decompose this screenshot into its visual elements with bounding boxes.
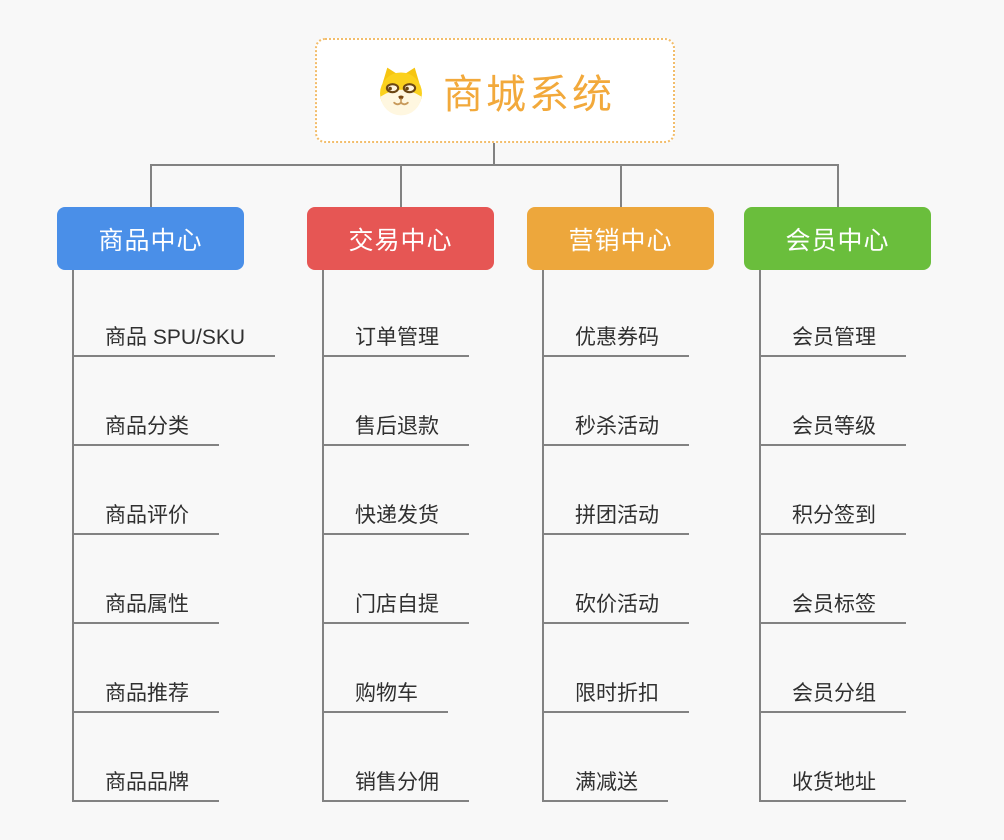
branch-node[interactable]: 交易中心 bbox=[307, 207, 494, 270]
branch-node[interactable]: 商品中心 bbox=[57, 207, 244, 270]
leaf-node[interactable]: 商品 SPU/SKU bbox=[72, 315, 276, 357]
branch-stem-line bbox=[150, 164, 152, 209]
leaf-node[interactable]: 砍价活动 bbox=[542, 582, 689, 624]
root-node-label: 商城系统 bbox=[443, 72, 615, 117]
leaf-node[interactable]: 拼团活动 bbox=[542, 493, 689, 535]
leaf-node[interactable]: 快递发货 bbox=[322, 493, 469, 535]
leaf-node[interactable]: 商品分类 bbox=[72, 404, 219, 446]
leaf-node[interactable]: 会员管理 bbox=[759, 315, 906, 357]
leaf-node[interactable]: 商品评价 bbox=[72, 493, 219, 535]
branch-trunk-line bbox=[72, 270, 74, 802]
leaf-node[interactable]: 商品品牌 bbox=[72, 760, 219, 802]
branch-trunk-line bbox=[542, 270, 544, 802]
leaf-node[interactable]: 售后退款 bbox=[322, 404, 469, 446]
leaf-node[interactable]: 优惠券码 bbox=[542, 315, 689, 357]
branch-stem-line bbox=[837, 164, 839, 209]
leaf-node[interactable]: 会员分组 bbox=[759, 671, 906, 713]
leaf-node[interactable]: 积分签到 bbox=[759, 493, 906, 535]
leaf-node[interactable]: 会员等级 bbox=[759, 404, 906, 446]
leaf-node[interactable]: 商品推荐 bbox=[72, 671, 219, 713]
leaf-node[interactable]: 销售分佣 bbox=[322, 760, 469, 802]
connector-line bbox=[493, 143, 495, 166]
branch-node[interactable]: 会员中心 bbox=[744, 207, 931, 270]
branch-node[interactable]: 营销中心 bbox=[527, 207, 714, 270]
branch-stem-line bbox=[400, 164, 402, 209]
connector-line bbox=[150, 164, 839, 166]
root-node[interactable]: 商城系统 bbox=[315, 38, 675, 143]
leaf-node[interactable]: 限时折扣 bbox=[542, 671, 689, 713]
branch-trunk-line bbox=[759, 270, 761, 802]
dog-face-icon bbox=[375, 66, 427, 116]
leaf-node[interactable]: 门店自提 bbox=[322, 582, 469, 624]
leaf-node[interactable]: 订单管理 bbox=[322, 315, 469, 357]
leaf-node[interactable]: 会员标签 bbox=[759, 582, 906, 624]
branch-stem-line bbox=[620, 164, 622, 209]
leaf-node[interactable]: 购物车 bbox=[322, 671, 448, 713]
leaf-node[interactable]: 秒杀活动 bbox=[542, 404, 689, 446]
leaf-node[interactable]: 满减送 bbox=[542, 760, 668, 802]
branch-trunk-line bbox=[322, 270, 324, 802]
leaf-node[interactable]: 收货地址 bbox=[759, 760, 906, 802]
leaf-node[interactable]: 商品属性 bbox=[72, 582, 219, 624]
